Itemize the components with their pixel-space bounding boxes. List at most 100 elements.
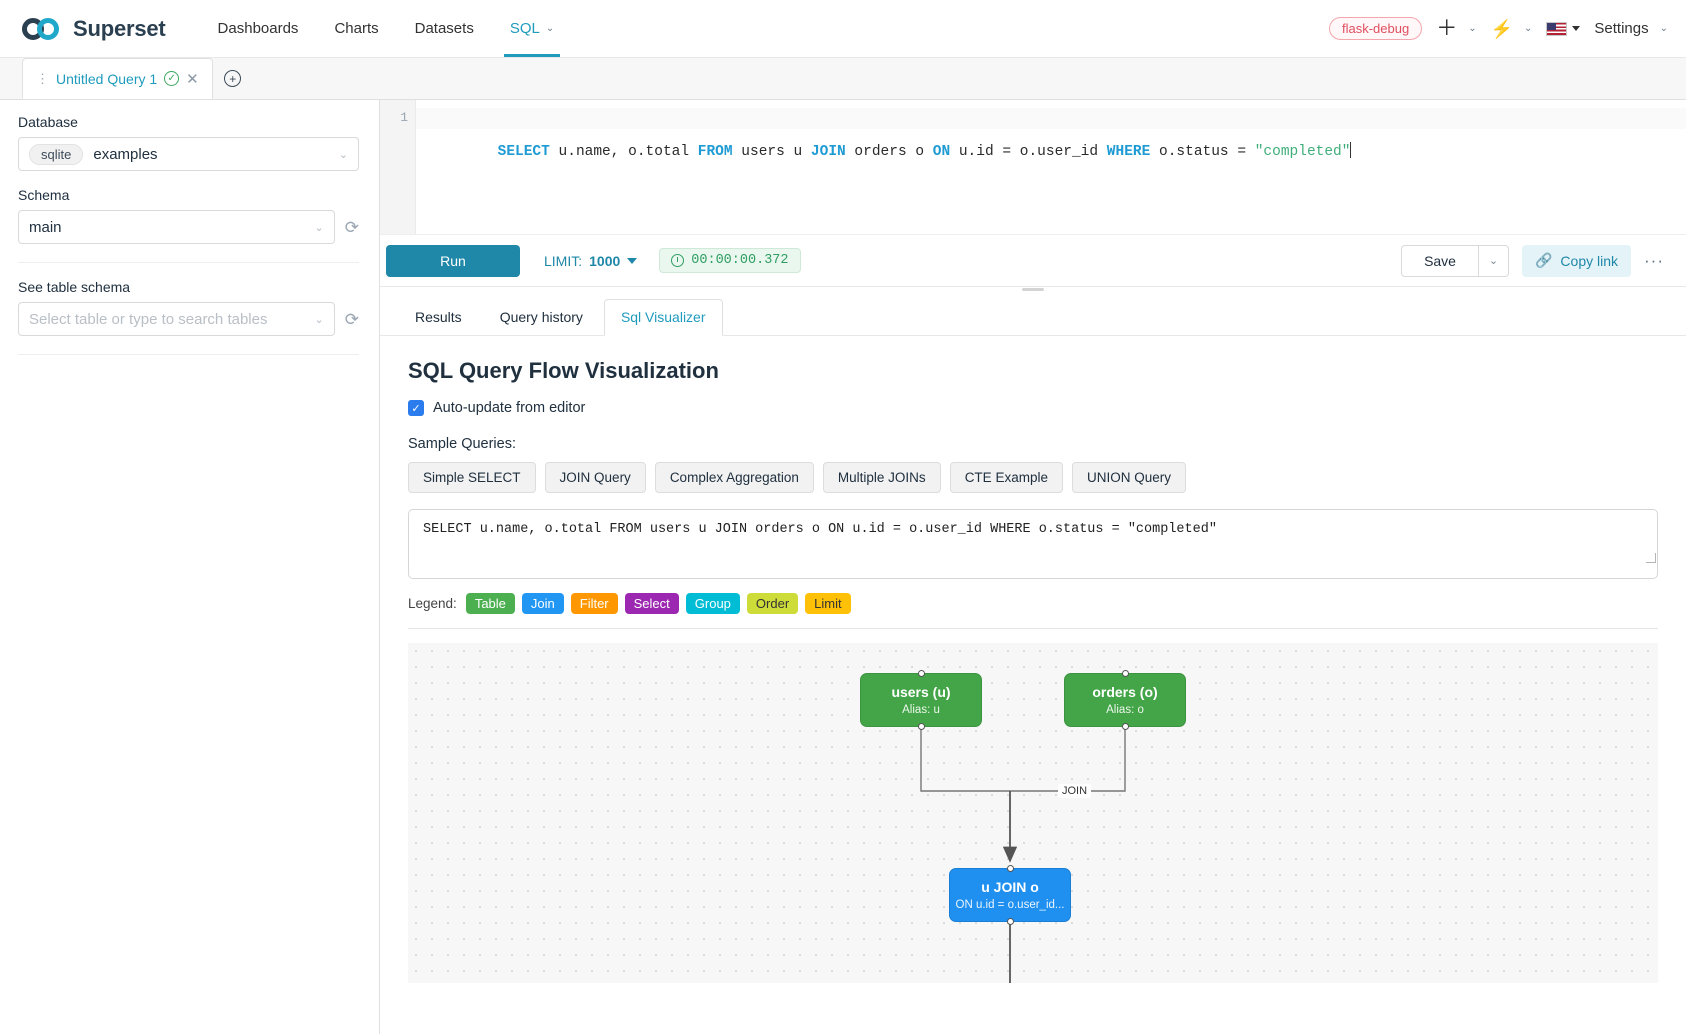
limit-dropdown[interactable]: LIMIT: 1000 <box>544 252 638 269</box>
sample-queries-label: Sample Queries: <box>408 436 516 452</box>
editor-gutter: 1 <box>380 100 416 234</box>
node-handle-top[interactable] <box>917 670 925 677</box>
auto-update-checkbox[interactable]: ✓ <box>408 400 424 416</box>
flow-node-users[interactable]: users (u) Alias: u <box>860 670 982 730</box>
copy-link-button[interactable]: 🔗 Copy link <box>1521 244 1632 277</box>
superset-brand[interactable]: Superset <box>22 16 166 42</box>
sql-token: FROM <box>697 144 733 160</box>
sample-query-button-cte-example[interactable]: CTE Example <box>949 462 1063 493</box>
drag-handle-icon[interactable]: ⋮ <box>36 71 49 86</box>
close-icon[interactable]: ✕ <box>186 70 199 88</box>
sql-token: o.status = <box>1150 144 1255 160</box>
flow-canvas[interactable]: JOIN users (u) Alias: u orders (o)Alias: o… <box>408 643 1658 983</box>
settings-menu[interactable]: Settings ⌄ <box>1594 20 1668 37</box>
top-navbar: Superset Dashboards Charts Datasets SQL … <box>0 0 1686 58</box>
auto-update-label: Auto-update from editor <box>433 400 586 416</box>
nav-link-sql[interactable]: SQL ⌄ <box>492 0 572 57</box>
refresh-tables-icon[interactable]: ⟳ <box>344 309 359 329</box>
more-options-icon[interactable]: ··· <box>1644 250 1664 270</box>
node-handle-bottom[interactable] <box>1006 918 1014 925</box>
nav-label: Dashboards <box>217 20 299 37</box>
timer-value: 00:00:00.372 <box>691 253 789 268</box>
toolbar-right: Save ⌄ 🔗 Copy link ··· <box>1401 244 1664 277</box>
tab-sql-visualizer[interactable]: Sql Visualizer <box>603 299 723 336</box>
legend-badge-order: Order <box>746 593 799 614</box>
nav-label: Charts <box>334 20 379 37</box>
legend-label: Legend: <box>408 596 457 611</box>
node-handle-top[interactable] <box>1006 865 1014 872</box>
sql-visualizer-panel: SQL Query Flow Visualization ✓ Auto-upda… <box>380 336 1686 1034</box>
query-tab-untitled-query-1[interactable]: ⋮ Untitled Query 1 ✓ ✕ <box>22 58 213 99</box>
sql-token: "completed" <box>1254 144 1351 160</box>
schema-label: Schema <box>18 187 70 203</box>
node-title: orders (o) <box>1092 684 1158 700</box>
chevron-down-icon: ⌄ <box>545 23 555 34</box>
sample-query-button-multiple-joins[interactable]: Multiple JOINs <box>822 462 941 493</box>
limit-label: LIMIT: <box>544 252 583 269</box>
run-button[interactable]: Run <box>386 244 520 277</box>
chevron-down-icon: ⌄ <box>1468 23 1477 34</box>
database-label: Database <box>18 114 78 130</box>
clock-icon <box>671 254 685 267</box>
flask-debug-badge: flask-debug <box>1328 17 1423 40</box>
brand-text: Superset <box>73 15 166 41</box>
schema-select[interactable]: main ⌄ <box>18 210 335 244</box>
copy-link-label: Copy link <box>1560 252 1619 269</box>
page-title: SQL Query Flow Visualization <box>408 358 719 383</box>
edge-label-join: JOIN <box>1058 784 1092 798</box>
nav-link-charts[interactable]: Charts <box>316 0 396 57</box>
add-query-tab-button[interactable]: + <box>213 58 253 99</box>
tab-query-history[interactable]: Query history <box>499 309 583 325</box>
tab-results[interactable]: Results <box>415 309 462 325</box>
limit-value: 1000 <box>589 252 621 269</box>
sample-query-button-complex-aggregation[interactable]: Complex Aggregation <box>654 462 814 493</box>
editor-code[interactable]: SELECT u.name, o.total FROM users u JOIN… <box>416 100 1686 234</box>
nav-label: SQL <box>509 20 540 37</box>
left-sidebar: Database sqlite examples ⌄ Schema main ⌄… <box>0 100 380 1034</box>
sample-query-button-join-query[interactable]: JOIN Query <box>544 462 646 493</box>
table-select[interactable]: Select table or type to search tables ⌄ <box>18 302 335 336</box>
save-dropdown-button[interactable]: ⌄ <box>1478 244 1509 277</box>
nav-link-dashboards[interactable]: Dashboards <box>200 0 317 57</box>
sql-token: SELECT <box>497 144 550 160</box>
database-value: examples <box>93 145 158 163</box>
sample-query-button-union-query[interactable]: UNION Query <box>1071 462 1186 493</box>
link-icon: 🔗 <box>1534 252 1553 268</box>
textarea-resize-grip[interactable] <box>1646 553 1656 563</box>
alerts-button[interactable]: ⚡ ⌄ <box>1491 20 1533 38</box>
node-handle-bottom[interactable] <box>917 723 925 730</box>
node-title: u JOIN o <box>981 879 1039 895</box>
new-item-button[interactable]: ＋ ⌄ <box>1436 18 1476 39</box>
database-engine-pill: sqlite <box>29 143 84 165</box>
legend-badge-group: Group <box>685 593 740 614</box>
refresh-schema-icon[interactable]: ⟳ <box>344 217 359 237</box>
edge-orders-to-join <box>1051 727 1126 792</box>
nav-label: Datasets <box>414 20 474 37</box>
edge-users-to-join <box>920 727 1051 792</box>
nav-link-datasets[interactable]: Datasets <box>397 0 492 57</box>
bolt-icon: ⚡ <box>1490 18 1514 39</box>
language-selector[interactable] <box>1546 21 1581 36</box>
navbar-right: flask-debug ＋ ⌄ ⚡ ⌄ Settings ⌄ <box>1328 17 1668 40</box>
table-schema-field: See table schema Select table or type to… <box>18 279 359 336</box>
nav-links: Dashboards Charts Datasets SQL ⌄ <box>200 0 573 57</box>
sql-editor[interactable]: 1 SELECT u.name, o.total FROM users u JO… <box>380 100 1686 235</box>
node-title: users (u) <box>891 684 951 700</box>
query-timer-badge: 00:00:00.372 <box>659 248 801 273</box>
sample-query-buttons: Simple SELECT JOIN Query Complex Aggregati… <box>408 462 1658 493</box>
node-handle-bottom[interactable] <box>1121 723 1129 730</box>
node-handle-top[interactable] <box>1121 670 1129 677</box>
sample-query-button-simple-select[interactable]: Simple SELECT <box>408 462 536 493</box>
node-subtitle: Alias: u <box>902 704 940 716</box>
database-select[interactable]: sqlite examples ⌄ <box>18 137 359 171</box>
sql-textarea[interactable] <box>408 509 1658 579</box>
editor-split: Database sqlite examples ⌄ Schema main ⌄… <box>0 100 1686 1034</box>
sql-token: JOIN <box>810 144 846 160</box>
pane-resize-handle[interactable] <box>1022 288 1044 291</box>
schema-field: Schema main ⌄ ⟳ <box>18 187 359 244</box>
save-button[interactable]: Save <box>1401 244 1479 277</box>
sidebar-divider-bottom <box>18 354 359 355</box>
flow-node-orders[interactable]: orders (o)Alias: o <box>1064 670 1186 730</box>
